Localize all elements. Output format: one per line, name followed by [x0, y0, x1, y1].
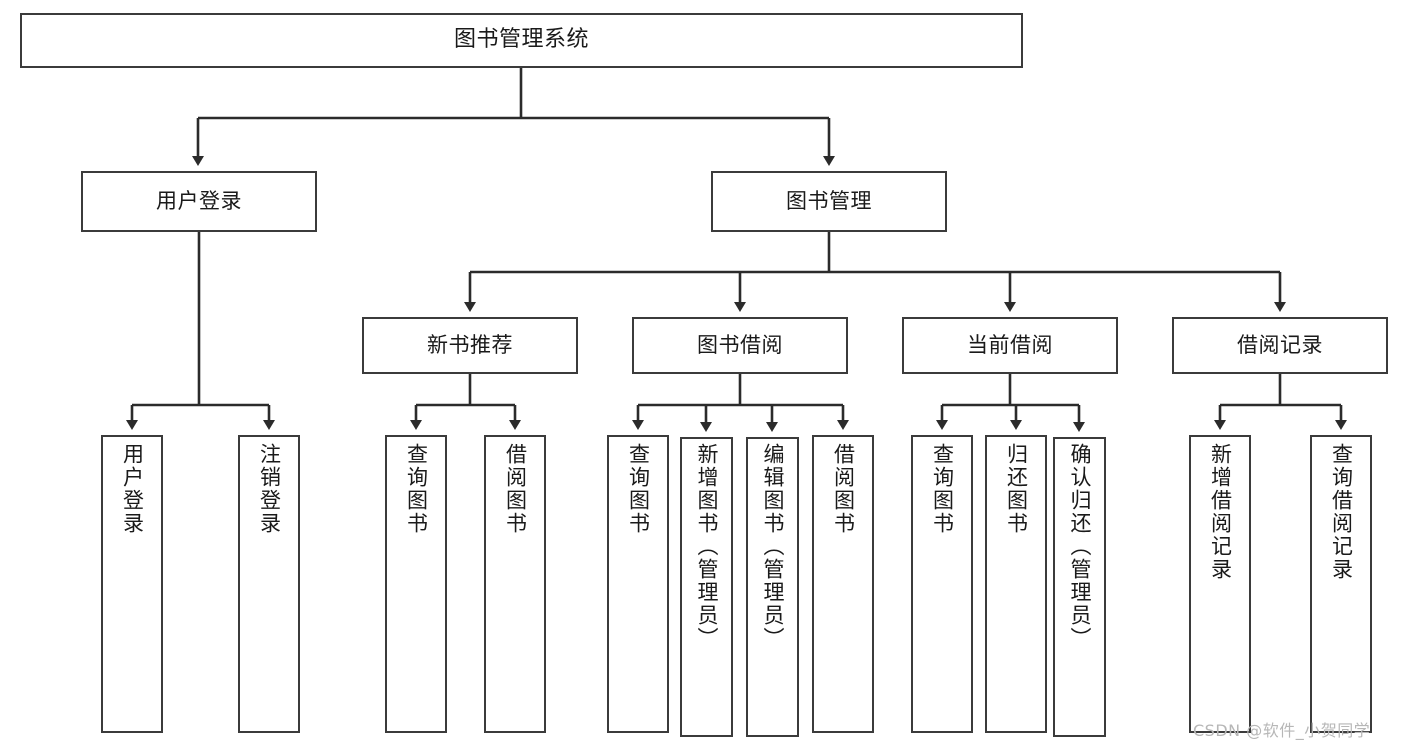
- node-new-book-recommend[interactable]: 新书推荐: [362, 317, 578, 374]
- node-leaf-query-book-recommend-label: 查询图书: [404, 443, 429, 535]
- node-leaf-logout-login[interactable]: 注销登录: [238, 435, 300, 733]
- node-leaf-confirm-return[interactable]: 确认归还（管理员）: [1053, 437, 1106, 737]
- node-root[interactable]: 图书管理系统: [20, 13, 1023, 68]
- node-leaf-logout-login-label: 注销登录: [257, 443, 282, 535]
- node-root-label: 图书管理系统: [453, 27, 589, 53]
- node-borrow-record-label: 借阅记录: [1237, 332, 1323, 357]
- node-leaf-add-borrow-record[interactable]: 新增借阅记录: [1189, 435, 1251, 733]
- node-book-manage-label: 图书管理: [786, 188, 872, 213]
- node-leaf-return-book[interactable]: 归还图书: [985, 435, 1047, 733]
- watermark-text: CSDN @软件_小贺同学: [1193, 721, 1371, 740]
- node-leaf-query-book-borrow-label: 查询图书: [626, 443, 651, 535]
- node-current-borrow[interactable]: 当前借阅: [902, 317, 1118, 374]
- node-leaf-borrow-book-recommend-label: 借阅图书: [503, 443, 528, 535]
- node-book-borrow-label: 图书借阅: [697, 332, 783, 357]
- node-book-borrow[interactable]: 图书借阅: [632, 317, 848, 374]
- node-leaf-confirm-return-label: 确认归还（管理员）: [1068, 443, 1092, 650]
- node-leaf-add-borrow-record-label: 新增借阅记录: [1208, 443, 1233, 581]
- node-book-manage[interactable]: 图书管理: [711, 171, 947, 232]
- node-leaf-query-book-recommend[interactable]: 查询图书: [385, 435, 447, 733]
- node-leaf-query-borrow-record[interactable]: 查询借阅记录: [1310, 435, 1372, 733]
- node-leaf-add-book[interactable]: 新增图书（管理员）: [680, 437, 733, 737]
- node-leaf-add-book-label: 新增图书（管理员）: [695, 443, 719, 650]
- node-leaf-query-book-current[interactable]: 查询图书: [911, 435, 973, 733]
- node-leaf-user-login-label: 用户登录: [120, 443, 145, 535]
- node-leaf-borrow-book[interactable]: 借阅图书: [812, 435, 874, 733]
- node-new-book-recommend-label: 新书推荐: [427, 332, 513, 357]
- node-leaf-edit-book-label: 编辑图书（管理员）: [761, 443, 785, 650]
- node-leaf-query-borrow-record-label: 查询借阅记录: [1329, 443, 1354, 581]
- node-leaf-borrow-book-label: 借阅图书: [831, 443, 856, 535]
- node-user-login[interactable]: 用户登录: [81, 171, 317, 232]
- node-borrow-record[interactable]: 借阅记录: [1172, 317, 1388, 374]
- node-leaf-borrow-book-recommend[interactable]: 借阅图书: [484, 435, 546, 733]
- node-current-borrow-label: 当前借阅: [967, 332, 1053, 357]
- node-user-login-label: 用户登录: [156, 188, 242, 213]
- node-leaf-edit-book[interactable]: 编辑图书（管理员）: [746, 437, 799, 737]
- node-leaf-query-book-current-label: 查询图书: [930, 443, 955, 535]
- node-leaf-return-book-label: 归还图书: [1004, 443, 1029, 535]
- node-leaf-user-login[interactable]: 用户登录: [101, 435, 163, 733]
- node-leaf-query-book-borrow[interactable]: 查询图书: [607, 435, 669, 733]
